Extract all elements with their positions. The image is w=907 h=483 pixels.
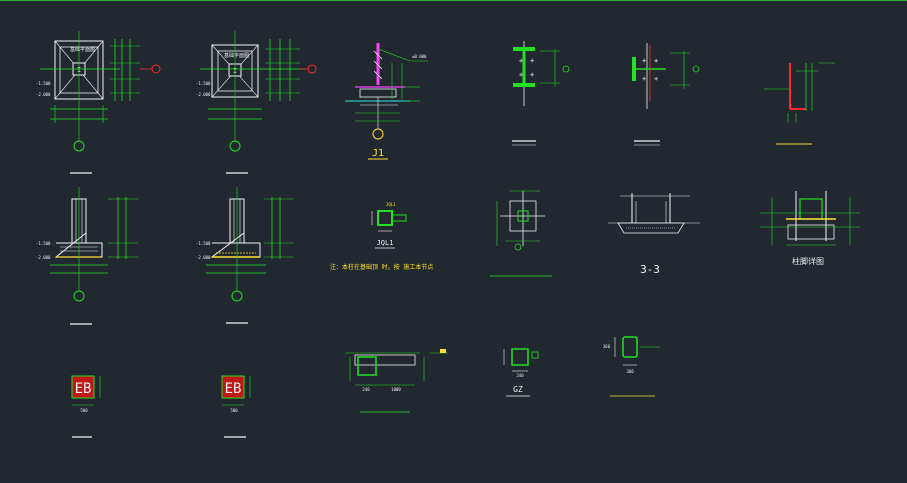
svg-text:-1.500: -1.500 bbox=[196, 81, 211, 86]
svg-text:+: + bbox=[530, 57, 534, 65]
svg-text:JQL1: JQL1 bbox=[386, 202, 396, 207]
dimension-label: 500 bbox=[80, 408, 88, 413]
elevation-label: -1.500 bbox=[36, 81, 51, 86]
section-3-3-label: 3-3 bbox=[640, 263, 660, 276]
svg-text:+: + bbox=[642, 75, 646, 83]
dimension-label: 500 bbox=[230, 408, 238, 413]
gz-label: GZ bbox=[513, 385, 523, 394]
svg-text:+: + bbox=[519, 57, 523, 65]
svg-text:-1.500: -1.500 bbox=[196, 241, 211, 246]
j1-label: J1 bbox=[372, 148, 384, 159]
small-column-section: 360 300 bbox=[603, 336, 660, 397]
dimension-label: 300 bbox=[626, 369, 634, 374]
svg-text:-2.000: -2.000 bbox=[36, 255, 51, 260]
jql1-detail: JQL1 JQL1 注：本柱在基础顶 时，按 施工本节点 bbox=[330, 202, 433, 271]
j1-detail: ±0.000 J1 bbox=[345, 43, 428, 160]
plate-connection-detail bbox=[490, 190, 552, 277]
dimension-label: 240 bbox=[362, 387, 370, 392]
wall-beam-section: 240 1000 bbox=[345, 349, 448, 413]
svg-text:EB: EB bbox=[75, 381, 92, 397]
column-base-detail: 柱脚详图 bbox=[760, 191, 860, 266]
steel-splice-detail-2: + + + + bbox=[632, 43, 700, 146]
svg-text:+: + bbox=[642, 57, 646, 65]
column-base-section-1: -1.500 -2.000 bbox=[36, 187, 138, 325]
svg-text:-2.000: -2.000 bbox=[196, 92, 211, 97]
svg-text:+: + bbox=[530, 71, 534, 79]
dimension-label: 360 bbox=[603, 344, 611, 349]
column-section-1: EB 500 bbox=[71, 375, 101, 438]
svg-text:基础平面图: 基础平面图 bbox=[70, 46, 95, 53]
svg-text:-1.500: -1.500 bbox=[36, 241, 51, 246]
gz-section: 240 GZ bbox=[503, 348, 539, 397]
svg-text:+: + bbox=[654, 75, 658, 83]
dimension-label: 1000 bbox=[391, 387, 401, 392]
steel-splice-detail-1: + + + + bbox=[512, 41, 570, 146]
foundation-plan-2: I 基础平面图 -1.500 -2.000 bbox=[196, 31, 317, 174]
jql1-label: JQL1 bbox=[377, 239, 394, 247]
svg-text:-2.000: -2.000 bbox=[196, 255, 211, 260]
svg-text:基础平面图: 基础平面图 bbox=[224, 52, 249, 59]
angle-bracket-detail bbox=[764, 62, 835, 145]
svg-text:+: + bbox=[519, 71, 523, 79]
dimension-label: 240 bbox=[516, 373, 524, 378]
section-3-3: 3-3 bbox=[608, 193, 700, 276]
svg-text:EB: EB bbox=[225, 381, 242, 397]
svg-text:+: + bbox=[654, 57, 658, 65]
elevation-label: -2.000 bbox=[36, 92, 51, 97]
column-section-2: EB 500 bbox=[221, 375, 251, 438]
foundation-plan-1: I 基础平面图 -1.500 -2.000 bbox=[36, 31, 161, 174]
column-detail-label: 柱脚详图 bbox=[792, 256, 824, 266]
column-base-section-2: -1.500 -2.000 bbox=[196, 187, 294, 324]
elevation-label: ±0.000 bbox=[412, 54, 427, 59]
drawing-note: 注：本柱在基础顶 时，按 施工本节点 bbox=[330, 263, 433, 271]
